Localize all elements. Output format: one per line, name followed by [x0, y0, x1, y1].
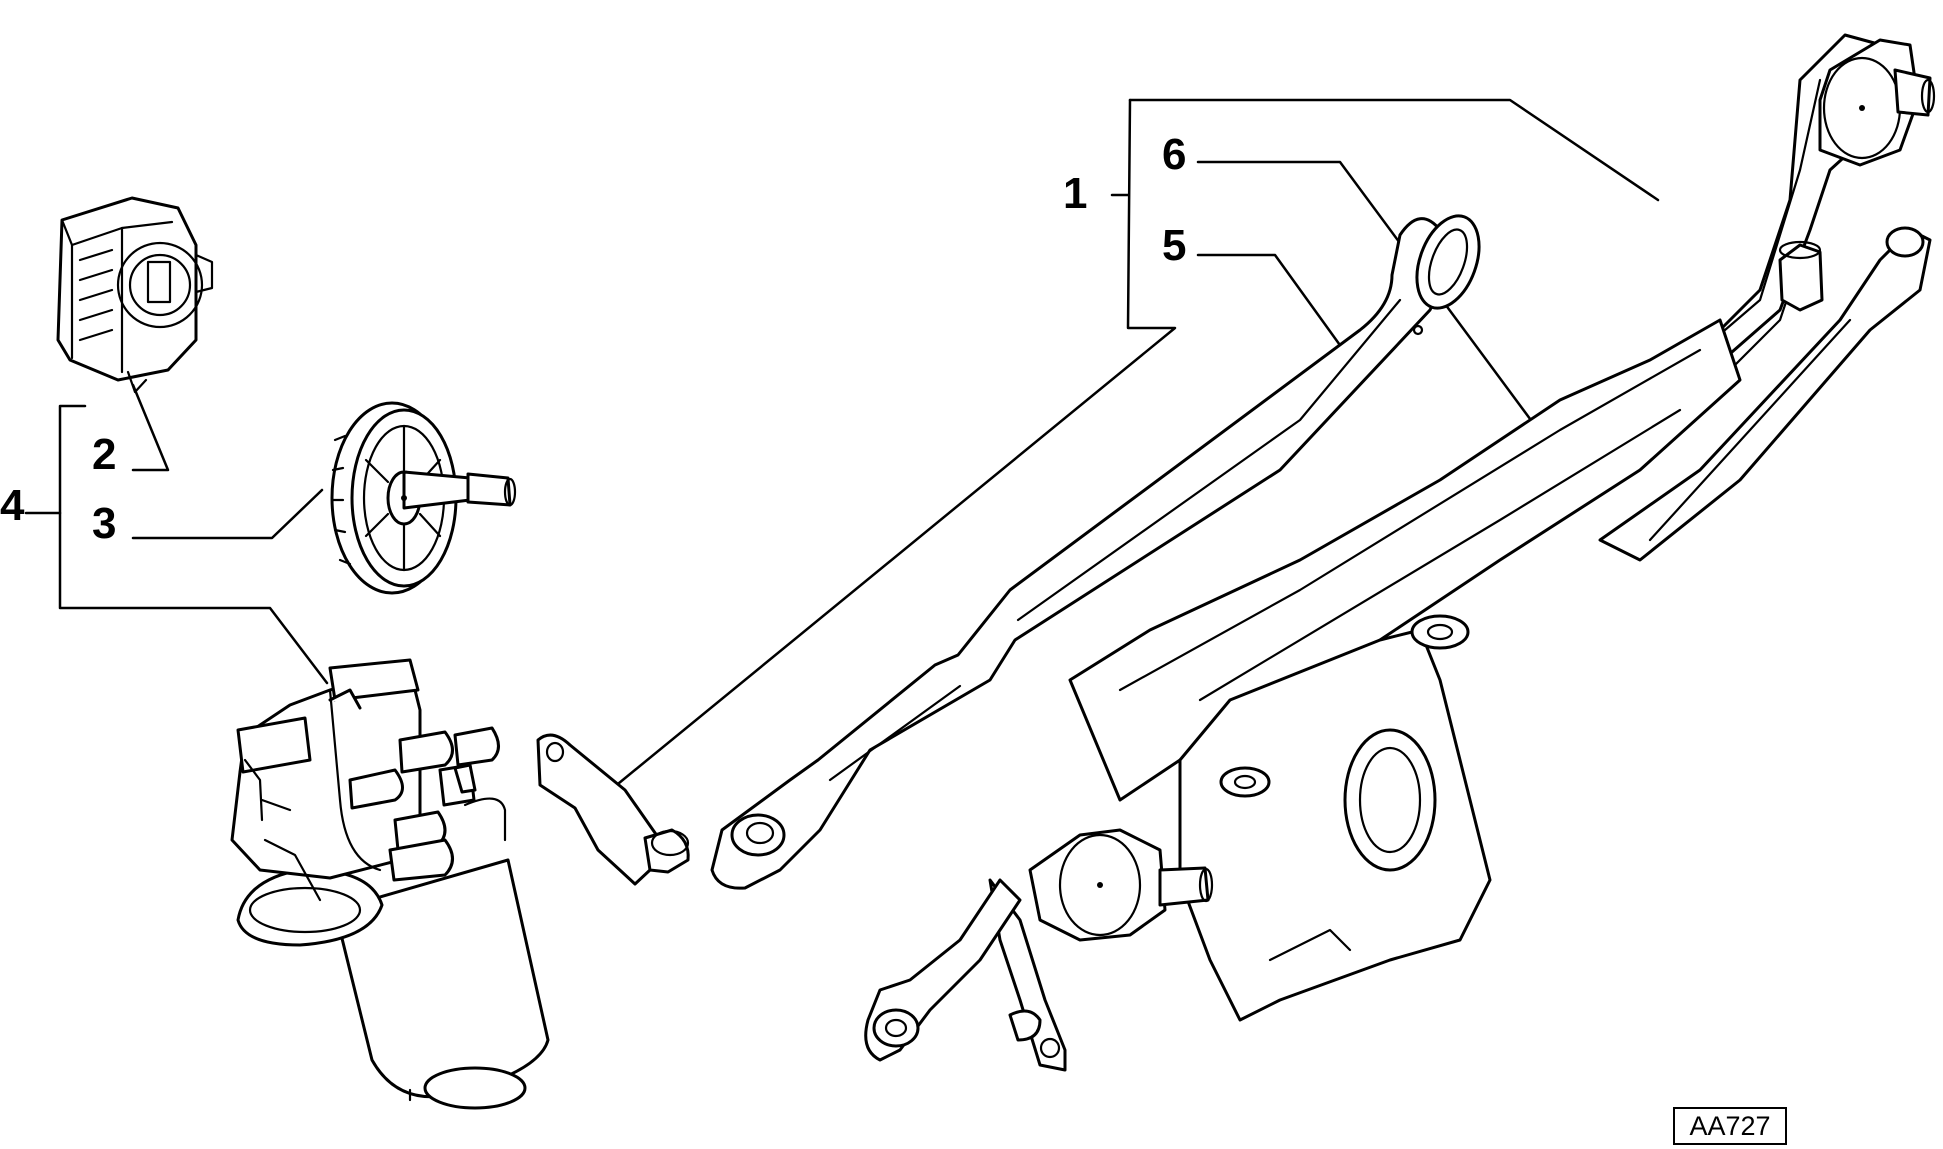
main-frame-part	[864, 33, 1936, 1072]
brush-holder-part	[56, 196, 214, 394]
drawing-code-label: AA727	[1673, 1107, 1787, 1145]
callout-4: 4	[0, 481, 25, 530]
callout-2: 2	[92, 430, 117, 479]
callout-3: 3	[92, 499, 117, 548]
callout-1: 1	[1063, 169, 1088, 218]
leader-lines	[24, 98, 1660, 790]
callout-6: 6	[1162, 130, 1187, 179]
detail-marks	[401, 105, 1865, 888]
gear-wheel-part	[330, 401, 517, 595]
crank-arm-part	[536, 733, 690, 886]
wiper-motor-part	[230, 658, 550, 1110]
linkage-rod-part	[710, 214, 1481, 890]
callout-5: 5	[1162, 221, 1187, 270]
